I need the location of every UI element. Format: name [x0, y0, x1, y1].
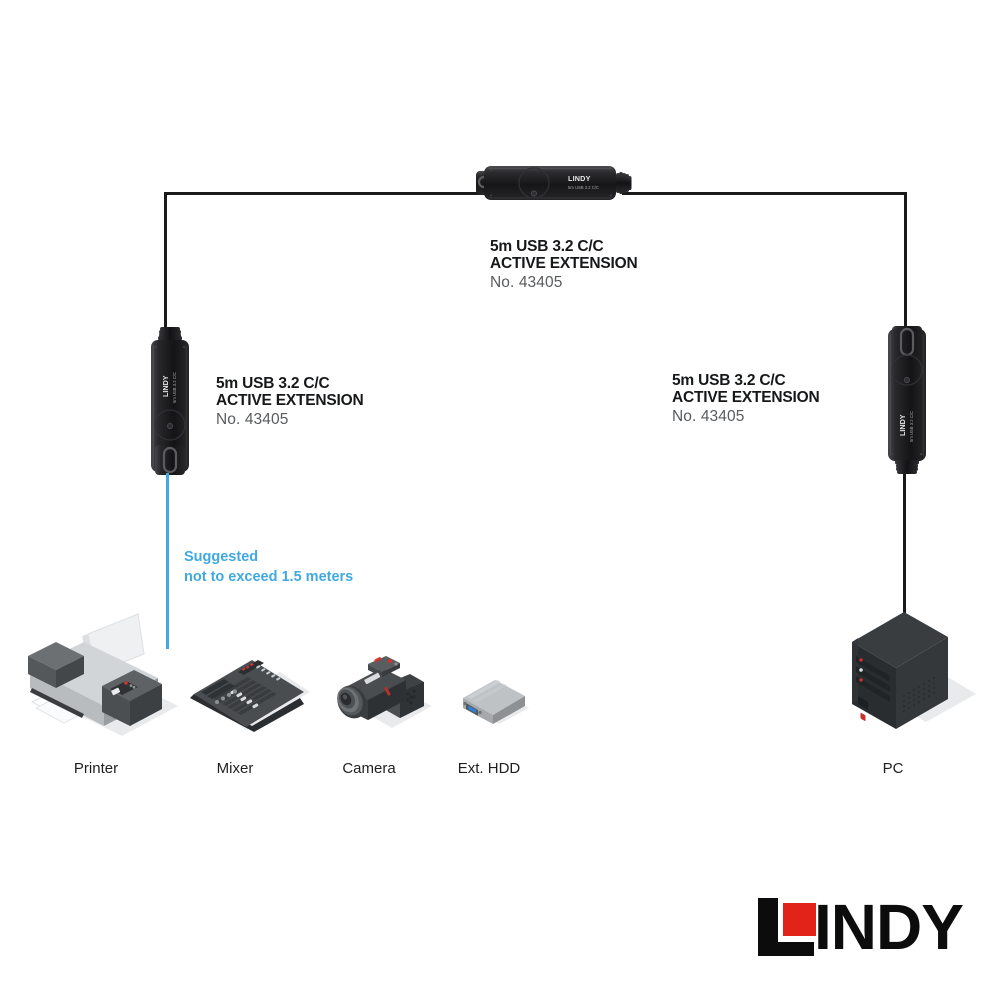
extender-left-line3: No. 43405 — [216, 410, 289, 428]
extender-right-line3: No. 43405 — [672, 407, 745, 425]
extender-right: LINDY 5m USB 3.2 C/C — [881, 318, 933, 478]
device-pc-label: PC — [882, 760, 904, 777]
extender-top-line2: ACTIVE EXTENSION — [490, 255, 638, 273]
extender-right-model-print: 5m USB 3.2 C/C — [909, 411, 914, 442]
extender-left-label: 5m USB 3.2 C/C ACTIVE EXTENSION No. 4340… — [216, 375, 364, 428]
extender-left: LINDY 5m USB 3.2 C/C — [144, 325, 196, 485]
ext-hdd-icon — [463, 680, 529, 724]
cable-top-left-segment — [164, 192, 482, 195]
extender-right-line2: ACTIVE EXTENSION — [672, 389, 820, 407]
suggested-note-line1: Suggested — [184, 549, 259, 565]
extender-left-line2: ACTIVE EXTENSION — [216, 392, 364, 410]
extender-right-graphic: LINDY 5m USB 3.2 C/C — [888, 326, 926, 474]
device-ext-hdd-label: Ext. HDD — [457, 760, 521, 777]
logo-l-horizontal-bar — [758, 942, 814, 956]
extender-right-label: 5m USB 3.2 C/C ACTIVE EXTENSION No. 4340… — [672, 372, 820, 425]
extender-top-line1: 5m USB 3.2 C/C — [490, 238, 604, 255]
extender-top-label: 5m USB 3.2 C/C ACTIVE EXTENSION No. 4340… — [490, 238, 638, 291]
suggested-length-note: Suggested not to exceed 1.5 meters — [184, 548, 353, 587]
logo-red-square — [783, 903, 816, 936]
strain-relief — [895, 460, 919, 474]
cable-left-vertical — [164, 192, 167, 344]
device-ext-hdd — [455, 672, 545, 734]
device-printer — [26, 612, 201, 742]
extender-top: LINDY 5m USB 3.2 C/C — [470, 160, 640, 212]
device-mixer — [186, 650, 316, 742]
mixer-icon — [190, 660, 310, 732]
extender-left-graphic: LINDY 5m USB 3.2 C/C — [151, 327, 189, 475]
pc-icon — [852, 612, 976, 729]
extender-top-graphic: LINDY 5m USB 3.2 C/C — [476, 166, 632, 200]
extender-top-line3: No. 43405 — [490, 273, 563, 291]
logo-l-vertical-bar — [758, 898, 778, 956]
suggested-length-line — [166, 473, 169, 649]
extender-top-brand-print: LINDY — [568, 174, 591, 183]
device-mixer-label: Mixer — [216, 760, 254, 777]
extender-right-line1: 5m USB 3.2 C/C — [672, 372, 786, 389]
strain-relief — [616, 172, 632, 194]
lindy-logo: INDY — [758, 891, 964, 963]
extender-top-model-print: 5m USB 3.2 C/C — [568, 185, 599, 190]
strain-relief — [158, 327, 182, 341]
cable-top-right-segment — [622, 192, 907, 195]
logo-wordmark: INDY — [814, 891, 964, 963]
device-pc — [838, 600, 978, 745]
cable-right-to-pc — [903, 470, 906, 617]
cable-right-vertical — [904, 192, 907, 332]
device-camera-label: Camera — [342, 760, 396, 777]
extender-left-model-print: 5m USB 3.2 C/C — [172, 372, 177, 403]
suggested-note-line2: not to exceed 1.5 meters — [184, 568, 354, 585]
printer-icon — [28, 613, 178, 736]
camera-icon — [337, 656, 432, 728]
device-printer-label: Printer — [73, 760, 119, 777]
extender-left-line1: 5m USB 3.2 C/C — [216, 375, 330, 392]
extender-right-brand-print: LINDY — [898, 414, 907, 436]
extender-left-brand-print: LINDY — [161, 375, 170, 397]
device-camera — [328, 652, 440, 742]
